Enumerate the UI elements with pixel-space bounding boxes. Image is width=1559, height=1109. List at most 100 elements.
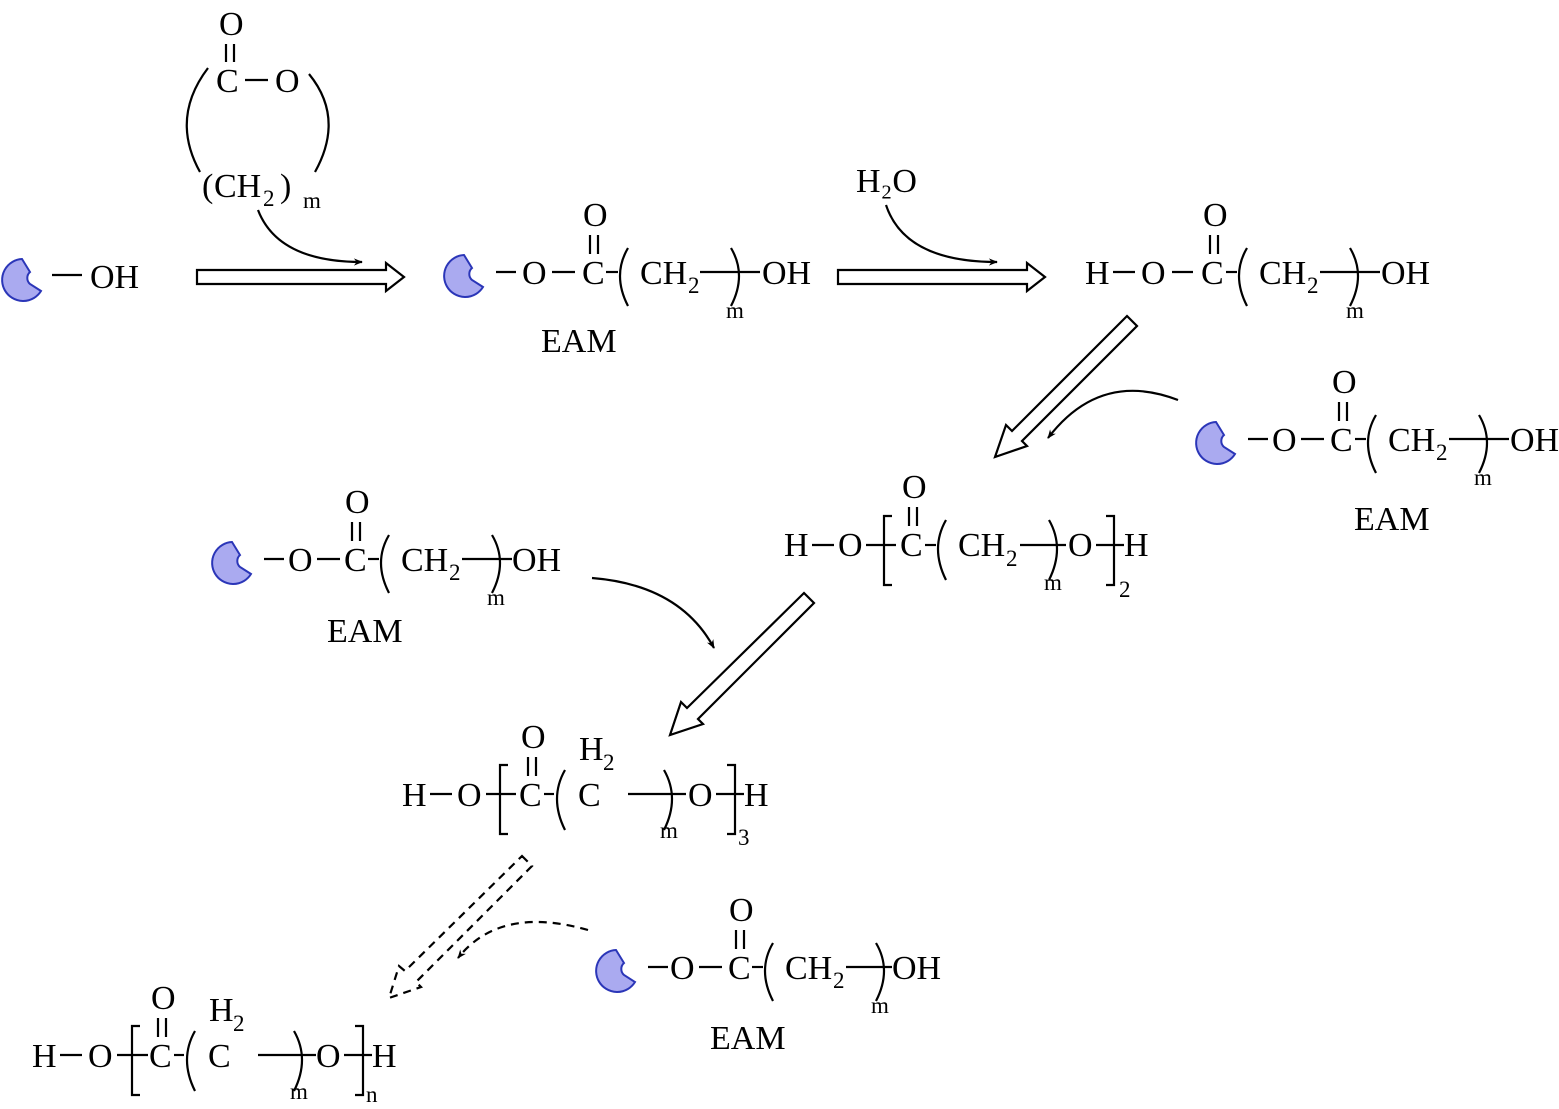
polymer-product: H O O C H 2 C m O H n [32, 980, 397, 1107]
svg-text:C: C [149, 1038, 172, 1075]
svg-text:O: O [345, 484, 370, 521]
svg-text:OH: OH [1381, 255, 1430, 292]
trimer-product: H O O C H 2 C m O H 3 [402, 719, 769, 850]
svg-text:C: C [519, 777, 542, 814]
svg-text:O: O [88, 1038, 113, 1075]
enzyme-icon [595, 949, 636, 993]
svg-text:H: H [372, 1038, 397, 1075]
svg-text:C: C [216, 63, 239, 100]
svg-text:EAM: EAM [710, 1020, 786, 1057]
svg-text:H: H [744, 777, 769, 814]
svg-text:H: H [32, 1038, 57, 1075]
enzyme-oh-start: OH [1, 258, 139, 302]
svg-text:2: 2 [1006, 546, 1018, 571]
svg-text:CH: CH [401, 542, 448, 579]
svg-text:CH: CH [1259, 255, 1306, 292]
svg-text:C: C [208, 1038, 231, 1075]
svg-text:O: O [670, 950, 695, 987]
svg-text:O: O [1203, 197, 1228, 234]
water-label: H₂O [856, 163, 917, 200]
svg-text:2: 2 [833, 968, 845, 993]
hydroxy-acid: H O O C CH 2 m OH [1085, 197, 1430, 323]
svg-text:O: O [288, 542, 313, 579]
svg-text:H: H [1124, 527, 1149, 564]
svg-text:O: O [729, 892, 754, 929]
svg-text:O: O [688, 777, 713, 814]
eam-curved-arrow-4-dashed [457, 920, 589, 959]
svg-text:O: O [902, 469, 927, 506]
svg-text:m: m [726, 298, 744, 323]
water-curved-arrow [884, 204, 998, 266]
svg-text:2: 2 [603, 750, 615, 775]
svg-text:2: 2 [449, 560, 461, 585]
svg-text:O: O [521, 719, 546, 756]
reaction-arrow-5-dashed [387, 854, 534, 1000]
svg-text:m: m [1346, 298, 1364, 323]
eam-curved-arrow-3 [591, 576, 715, 649]
svg-text:2: 2 [1307, 273, 1319, 298]
svg-text:CH: CH [214, 168, 261, 205]
svg-text:H: H [579, 731, 604, 768]
svg-text:O: O [1272, 422, 1297, 459]
lactone-reagent: O C O ( CH 2 ) m [185, 6, 363, 266]
svg-text:O: O [583, 197, 608, 234]
svg-text:m: m [290, 1079, 308, 1104]
svg-text:n: n [366, 1082, 378, 1107]
reaction-arrow-1 [195, 260, 406, 294]
eam-right: O O C CH 2 m OH EAM [1195, 364, 1559, 538]
svg-text:C: C [900, 527, 923, 564]
enzyme-icon [443, 254, 484, 298]
svg-text:m: m [1474, 465, 1492, 490]
eam-curved-arrow-2 [1047, 389, 1179, 439]
svg-text:m: m [487, 585, 505, 610]
svg-text:O: O [151, 980, 176, 1017]
reaction-arrow-3 [993, 314, 1139, 459]
svg-text:(: ( [202, 168, 213, 205]
svg-text:C: C [1201, 255, 1224, 292]
svg-text:EAM: EAM [327, 613, 403, 650]
svg-text:O: O [838, 527, 863, 564]
svg-text:2: 2 [1436, 440, 1448, 465]
svg-text:C: C [1330, 422, 1353, 459]
reagent-curved-arrow [256, 209, 363, 266]
svg-text:O: O [1068, 527, 1093, 564]
svg-text:): ) [280, 168, 291, 205]
svg-text:H: H [402, 777, 427, 814]
enzyme-icon [1, 258, 42, 302]
svg-text:OH: OH [512, 542, 561, 579]
svg-text:EAM: EAM [541, 323, 617, 360]
eam-bottom: O O C CH 2 m OH EAM [595, 892, 941, 1057]
svg-text:OH: OH [892, 950, 941, 987]
svg-text:CH: CH [785, 950, 832, 987]
svg-text:O: O [316, 1038, 341, 1075]
svg-text:C: C [344, 542, 367, 579]
reaction-arrow-2 [836, 260, 1047, 294]
svg-text:CH: CH [640, 255, 687, 292]
svg-text:m: m [871, 993, 889, 1018]
svg-text:2: 2 [233, 1011, 245, 1036]
enzyme-icon [211, 541, 252, 585]
svg-text:3: 3 [738, 825, 750, 850]
svg-text:m: m [660, 818, 678, 843]
svg-text:2: 2 [1119, 577, 1131, 602]
svg-text:H: H [784, 527, 809, 564]
reaction-arrow-4 [668, 591, 816, 737]
svg-text:O: O [275, 63, 300, 100]
svg-text:O: O [219, 6, 244, 43]
svg-text:C: C [578, 777, 601, 814]
svg-text:CH: CH [1388, 422, 1435, 459]
svg-text:EAM: EAM [1354, 501, 1430, 538]
svg-text:H: H [209, 992, 234, 1029]
svg-text:O: O [457, 777, 482, 814]
svg-text:OH: OH [762, 255, 811, 292]
svg-text:OH: OH [1510, 422, 1559, 459]
enzyme-icon [1195, 421, 1236, 465]
svg-text:C: C [728, 950, 751, 987]
oh-label: OH [90, 259, 139, 296]
svg-text:O: O [1332, 364, 1357, 401]
eam-left: O O C CH 2 m OH EAM [211, 484, 561, 650]
svg-text:m: m [1044, 570, 1062, 595]
svg-text:O: O [522, 255, 547, 292]
